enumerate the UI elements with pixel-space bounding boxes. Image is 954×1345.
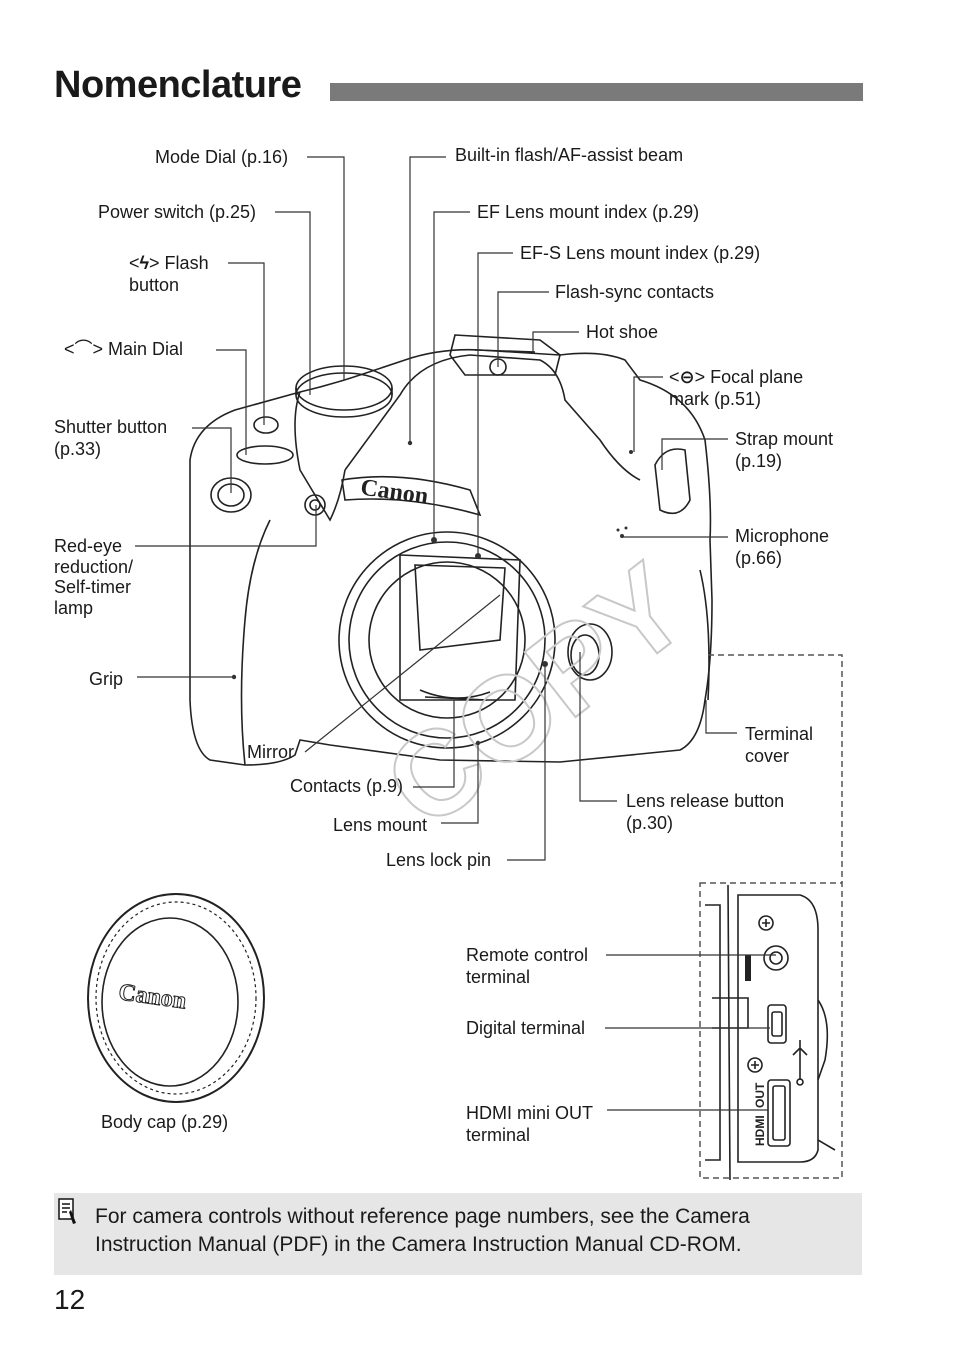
label-main-dial: <⌒> Main Dial <box>64 339 184 359</box>
flash-icon: ϟ <box>139 253 150 273</box>
focal-plane-icon: ⊖ <box>679 367 695 387</box>
label-hdmi-terminal: HDMI mini OUT terminal <box>466 1103 593 1145</box>
body-cap-drawing: Canon <box>87 893 265 1103</box>
label-builtin-flash: Built-in flash/AF-assist beam <box>455 145 684 165</box>
note-text: For camera controls without reference pa… <box>95 1205 750 1256</box>
label-power-switch: Power switch (p.25) <box>98 202 257 222</box>
label-hot-shoe: Hot shoe <box>586 322 659 342</box>
page-title: Nomenclature <box>54 64 302 106</box>
main-dial-icon: ⌒ <box>74 339 93 359</box>
label-lens-mount: Lens mount <box>333 815 428 835</box>
label-body-cap: Body cap (p.29) <box>101 1112 229 1132</box>
label-lens-release: Lens release button (p.30) <box>626 791 785 833</box>
hdmi-port-text: HDMI <box>753 1115 767 1146</box>
label-flash-button: <ϟ> Flash button <box>129 253 209 295</box>
label-shutter-button: Shutter button (p.33) <box>54 417 168 459</box>
label-microphone: Microphone (p.66) <box>735 526 830 568</box>
label-strap-mount: Strap mount (p.19) <box>735 429 834 471</box>
memo-icon <box>58 1198 76 1224</box>
label-lens-lock-pin: Lens lock pin <box>386 850 492 870</box>
label-contacts: Contacts (p.9) <box>290 776 404 796</box>
label-efs-index: EF-S Lens mount index (p.29) <box>520 243 761 263</box>
out-port-text: OUT <box>753 1082 767 1108</box>
label-mode-dial: Mode Dial (p.16) <box>155 147 289 167</box>
label-ef-index: EF Lens mount index (p.29) <box>477 202 700 222</box>
label-remote-terminal: Remote control terminal <box>466 945 589 987</box>
label-red-eye: Red-eye reduction/ Self-timer lamp <box>54 536 134 618</box>
label-focal-plane: <⊖> Focal plane mark (p.51) <box>669 367 804 409</box>
label-digital-terminal: Digital terminal <box>466 1018 586 1038</box>
label-grip: Grip <box>89 669 124 689</box>
note-box <box>54 1193 862 1275</box>
label-mirror: Mirror <box>247 742 294 762</box>
title-rule <box>330 83 863 101</box>
label-flash-sync: Flash-sync contacts <box>555 282 715 302</box>
page-number: 12 <box>54 1284 86 1315</box>
label-terminal-cover: Terminal cover <box>745 724 814 766</box>
